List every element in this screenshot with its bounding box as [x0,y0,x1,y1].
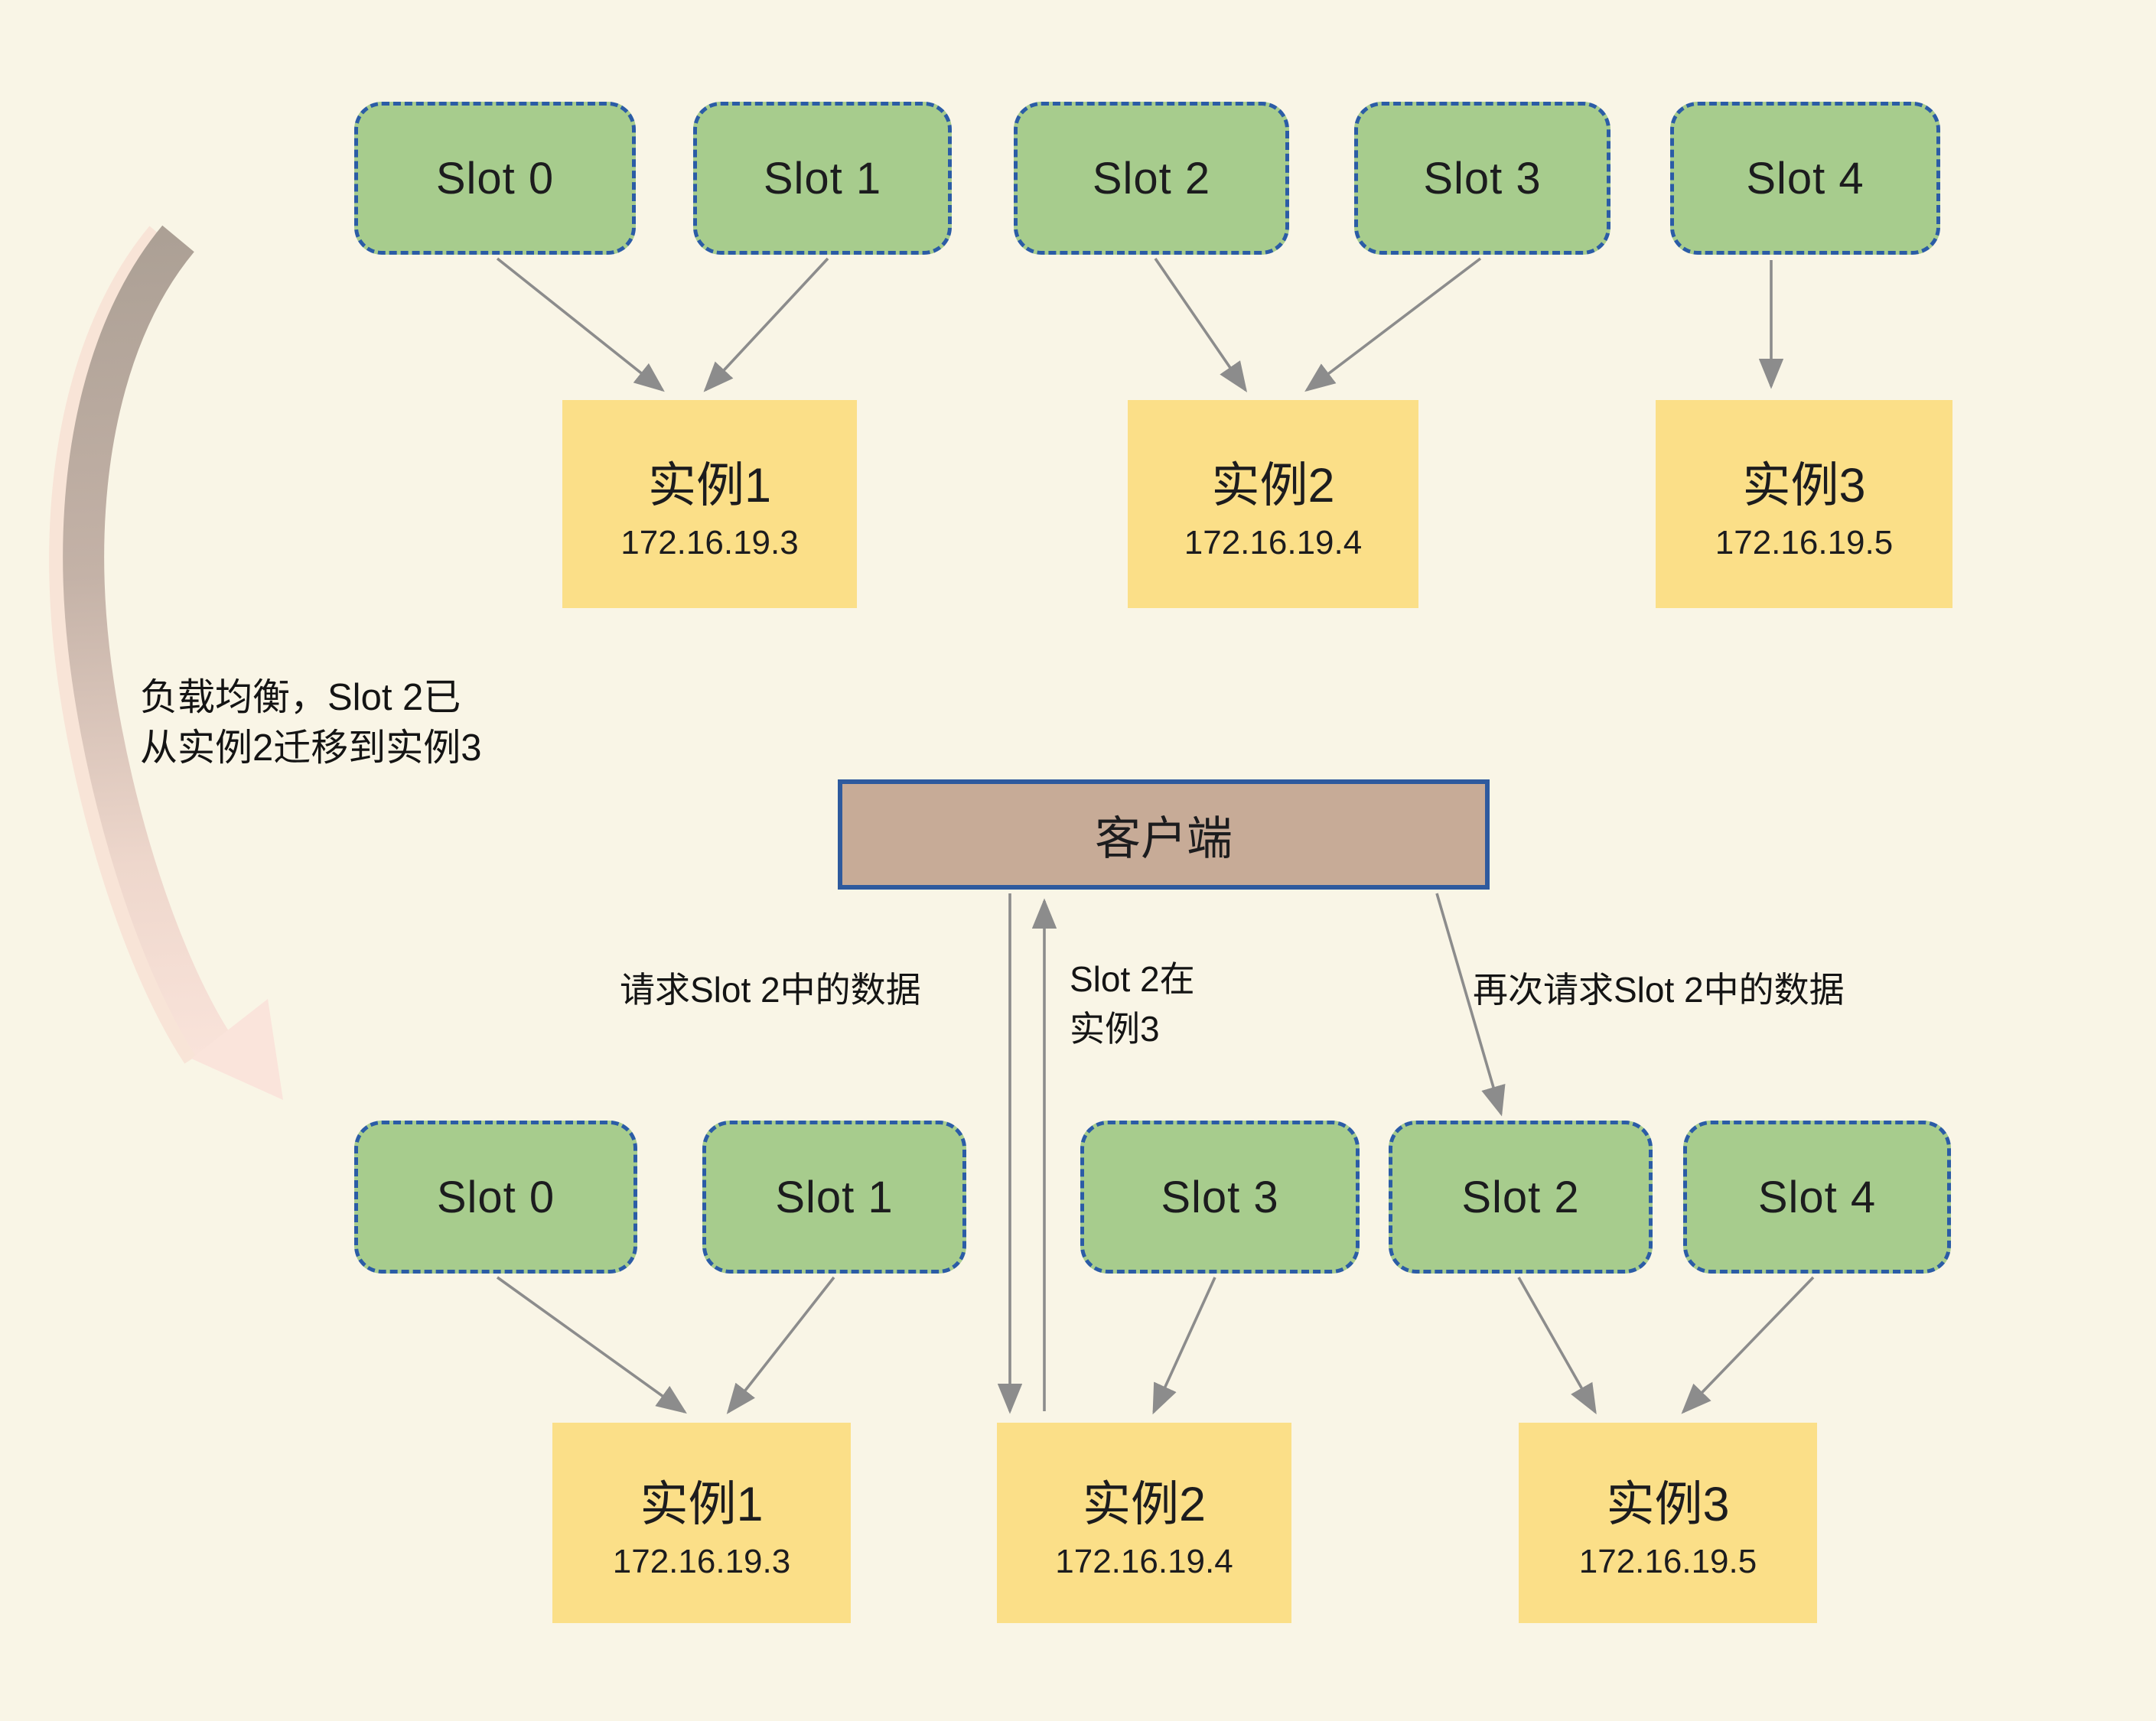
bottom-slot-0-label: Slot 0 [436,1172,555,1222]
top-slot-4-label: Slot 4 [1746,153,1865,203]
top-slot-3-box: Slot 3 [1354,102,1610,255]
label-slot2-located-line2: 实例3 [1070,1009,1160,1049]
edge-bottom-slot2-inst3 [1517,1277,1597,1415]
bottom-instance-1-ip: 172.16.19.3 [612,1542,791,1580]
top-slot-0-box: Slot 0 [354,102,636,255]
top-slot-0-label: Slot 0 [435,153,555,203]
top-slot-1-label: Slot 1 [763,153,882,203]
top-instance-2-ip: 172.16.19.4 [1184,523,1363,561]
top-instance-3-name: 实例3 [1742,458,1866,512]
bottom-instance-3-name: 实例3 [1606,1477,1730,1531]
edge-bottom-slot0-inst1 [496,1276,687,1414]
bottom-instance-2-name: 实例2 [1082,1477,1207,1531]
top-instance-3-ip: 172.16.19.5 [1715,523,1894,561]
top-slot-1-box: Slot 1 [693,102,952,255]
bottom-slot-4-label: Slot 4 [1757,1172,1877,1222]
client-label: 客户端 [1095,812,1233,864]
label-slot2-located: Slot 2在 实例3 [1070,955,1195,1055]
label-slot2-located-line1: Slot 2在 [1070,959,1195,999]
edge-bottom-slot3-inst2 [1152,1277,1216,1415]
top-instance-1-name: 实例1 [647,458,772,512]
top-instance-3-box: 实例3 172.16.19.5 [1656,400,1952,608]
bottom-instance-1-box: 实例1 172.16.19.3 [552,1423,851,1623]
edge-top-slot0-inst1 [496,257,665,392]
top-slot-4-box: Slot 4 [1670,102,1940,255]
top-instance-1-box: 实例1 172.16.19.3 [562,400,857,608]
edge-top-slot3-inst2 [1304,257,1482,392]
migration-arrow-body [63,225,233,1059]
bottom-instance-3-ip: 172.16.19.5 [1578,1542,1757,1580]
client-box: 客户端 [838,779,1490,890]
migration-note: 负载均衡，Slot 2已 从实例2迁移到实例3 [140,673,482,773]
migration-note-line1: 负载均衡，Slot 2已 [140,677,461,718]
bottom-instance-1-name: 实例1 [640,1477,764,1531]
top-instance-1-ip: 172.16.19.3 [620,523,799,561]
label-retry-slot2: 再次请求Slot 2中的数据 [1473,970,1845,1010]
bottom-slot-0-box: Slot 0 [354,1121,637,1274]
migration-note-line2: 从实例2迁移到实例3 [140,727,482,769]
bottom-instance-2-box: 实例2 172.16.19.4 [997,1423,1291,1623]
bottom-slot-1-box: Slot 1 [702,1121,966,1274]
bottom-slot-2-label: Slot 2 [1461,1172,1580,1222]
migration-arrowhead [191,999,283,1100]
edge-client-retry-slot2 [1435,893,1506,1117]
top-slot-2-label: Slot 2 [1092,153,1211,203]
top-slot-2-box: Slot 2 [1014,102,1289,255]
bottom-instance-2-ip: 172.16.19.4 [1055,1542,1233,1580]
bottom-slot-4-box: Slot 4 [1683,1121,1951,1274]
edge-top-slot1-inst1 [703,257,829,392]
bottom-slot-2-box: Slot 2 [1389,1121,1653,1274]
bottom-instance-3-box: 实例3 172.16.19.5 [1519,1423,1817,1623]
label-request-slot2: 请求Slot 2中的数据 [620,970,921,1010]
edge-bottom-slot4-inst3 [1681,1276,1815,1414]
top-instance-2-box: 实例2 172.16.19.4 [1128,400,1418,608]
edge-bottom-slot1-inst1 [726,1276,835,1414]
bottom-slot-1-label: Slot 1 [775,1172,894,1222]
bottom-slot-3-label: Slot 3 [1161,1172,1279,1222]
top-instance-2-name: 实例2 [1211,458,1335,512]
top-slot-3-label: Slot 3 [1423,153,1542,203]
bottom-slot-3-box: Slot 3 [1080,1121,1360,1274]
edge-top-slot2-inst2 [1154,257,1248,392]
